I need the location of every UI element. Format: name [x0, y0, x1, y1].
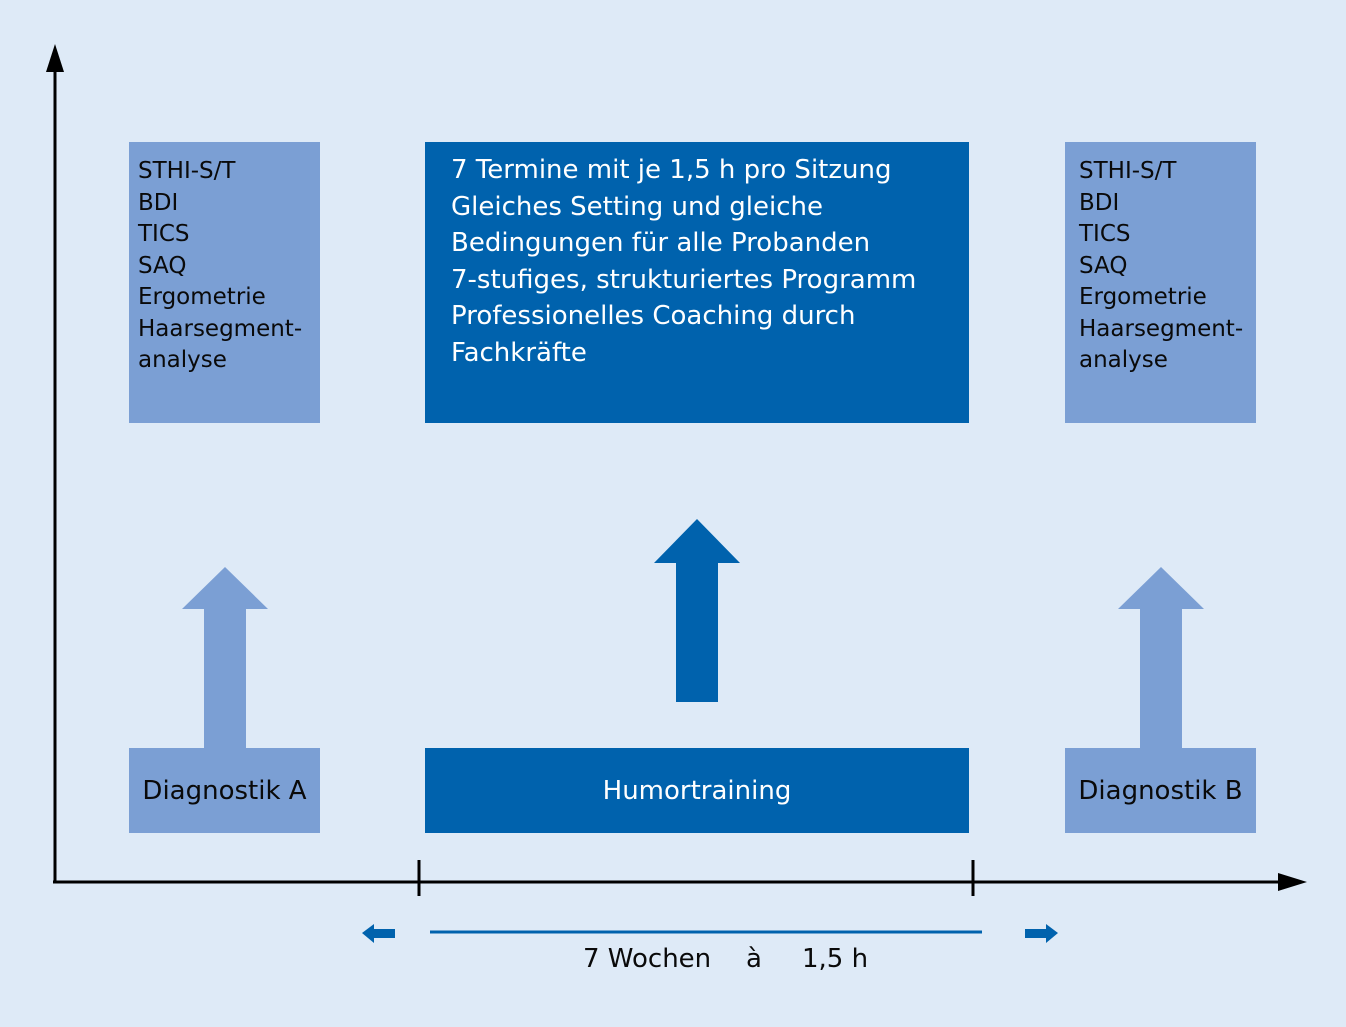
measure-item: SAQ: [138, 252, 187, 279]
humortraining-label: Humortraining: [602, 775, 792, 806]
description-line: 7-stufiges, strukturiertes Programm: [451, 264, 917, 295]
description-line: Gleiches Setting und gleiche: [451, 191, 823, 222]
diagnostik-b-measures-box: STHI-S/T BDI TICS SAQ Ergometrie Haarseg…: [1065, 142, 1256, 423]
measure-item: TICS: [138, 221, 190, 247]
measure-item: BDI: [138, 189, 179, 216]
diagnostik-b-measures-list: STHI-S/T BDI TICS SAQ Ergometrie Haarseg…: [1079, 156, 1256, 377]
diagnostik-a-measures-box: STHI-S/T BDI TICS SAQ Ergometrie Haarseg…: [129, 142, 320, 423]
description-line: Professionelles Coaching durch: [451, 301, 856, 332]
x-axis-arrowhead: [1278, 873, 1307, 891]
arrow-up-humortraining: [654, 519, 740, 702]
y-axis-arrowhead: [46, 44, 64, 72]
measure-item: STHI-S/T: [1079, 158, 1177, 184]
diagnostik-a-box: Diagnostik A: [129, 748, 320, 833]
measure-item: analyse: [1079, 347, 1168, 373]
description-line: 7 Termine mit je 1,5 h pro Sitzung: [451, 155, 892, 185]
measure-item: BDI: [1079, 189, 1120, 216]
left-arrow-icon: [362, 924, 395, 943]
arrow-up-diagnostik-b: [1118, 567, 1204, 748]
measure-item: Haarsegment-: [1079, 315, 1244, 342]
right-arrow-icon: [1025, 924, 1058, 943]
diagnostik-b-box: Diagnostik B: [1065, 748, 1256, 833]
measure-item: TICS: [1079, 221, 1131, 247]
training-description-box: 7 Termine mit je 1,5 h pro Sitzung Gleic…: [425, 142, 969, 423]
duration-hours: 1,5 h: [802, 944, 869, 974]
measure-item: SAQ: [1079, 252, 1128, 279]
measure-item: analyse: [138, 347, 227, 373]
diagnostik-a-measures-list: STHI-S/T BDI TICS SAQ Ergometrie Haarseg…: [138, 156, 320, 377]
humortraining-box: Humortraining: [425, 748, 969, 833]
diagnostik-a-label: Diagnostik A: [142, 775, 307, 806]
measure-item: Haarsegment-: [138, 315, 303, 342]
description-line: Bedingungen für alle Probanden: [451, 228, 871, 259]
arrow-up-diagnostik-a: [182, 567, 268, 748]
measure-item: Ergometrie: [138, 284, 266, 310]
duration-weeks: 7 Wochen: [583, 944, 712, 974]
measure-item: Ergometrie: [1079, 284, 1207, 310]
duration-separator: à: [746, 944, 762, 974]
diagnostik-b-label: Diagnostik B: [1078, 775, 1243, 806]
training-description-list: 7 Termine mit je 1,5 h pro Sitzung Gleic…: [451, 152, 969, 372]
description-line: Fachkräfte: [451, 337, 587, 368]
measure-item: STHI-S/T: [138, 158, 236, 184]
